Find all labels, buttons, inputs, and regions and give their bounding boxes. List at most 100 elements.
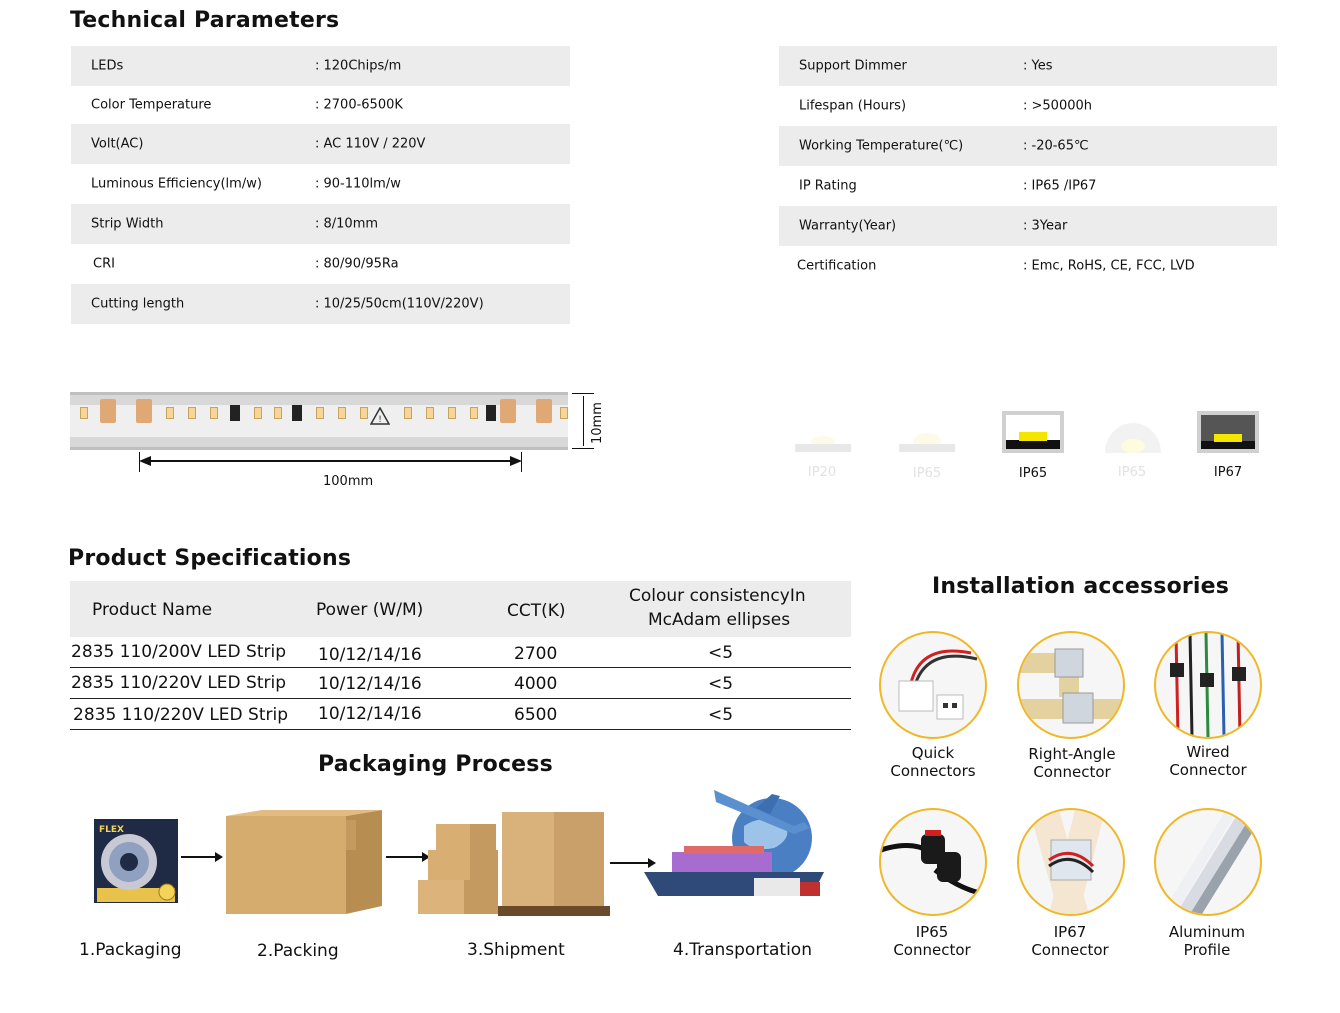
solder-pad: [500, 399, 516, 423]
led-chip: [274, 407, 282, 419]
wired-connector-image: [1154, 631, 1262, 739]
led-chip: [80, 407, 88, 419]
packaging-step-label: 3.Shipment: [467, 940, 565, 960]
spec-table-header: Product Name Power (W/M) CCT(K) Colour c…: [70, 581, 851, 637]
svg-text:!: !: [378, 415, 382, 425]
ip65-connector-image: [879, 808, 987, 916]
ip-label: IP67: [1213, 465, 1243, 480]
led-chip: [360, 407, 368, 419]
param-row: Warranty(Year): 3Year: [779, 206, 1277, 246]
product-specifications-title: Product Specifications: [68, 546, 352, 571]
param-row: Strip Width : 8/10mm: [71, 204, 570, 244]
led-chip: [560, 407, 568, 419]
ip65-coated-icon: [899, 433, 955, 452]
spec-header-power: Power (W/M): [316, 600, 424, 620]
ip-label: IP20: [807, 465, 837, 480]
param-label: Strip Width: [91, 216, 164, 232]
param-value: : >50000h: [1023, 98, 1092, 114]
process-arrow: [610, 858, 656, 868]
led-chip: [404, 407, 412, 419]
technical-parameters-title: Technical Parameters: [70, 8, 340, 33]
width-dim-tick: [572, 448, 594, 449]
shipment-pallet-image: [418, 812, 610, 916]
param-value: : 10/25/50cm(110V/220V): [315, 296, 484, 312]
param-row: Cutting length : 10/25/50cm(110V/220V): [71, 284, 570, 324]
led-chip: [426, 407, 434, 419]
led-chip: [338, 407, 346, 419]
led-chip: [254, 407, 262, 419]
param-row: Working Temperature(℃) : -20-65℃: [779, 126, 1277, 166]
param-label: CRI: [93, 256, 115, 272]
spec-cell-power: 10/12/14/16: [318, 704, 422, 724]
param-label: Working Temperature(℃): [799, 138, 964, 154]
spec-cell-power: 10/12/14/16: [318, 674, 422, 694]
param-value: : IP65 /IP67: [1023, 178, 1097, 194]
solder-pad: [536, 399, 552, 423]
param-value: : -20-65℃: [1023, 138, 1089, 154]
param-row: Color Temperature: 2700-6500K: [71, 86, 570, 124]
packaging-process-title: Packaging Process: [318, 752, 553, 777]
length-dim-arrow: [139, 456, 522, 466]
ip-label: IP65: [1018, 466, 1048, 481]
spec-cell-name: 2835 110/220V LED Strip: [71, 673, 286, 693]
param-value: : 80/90/95Ra: [315, 256, 399, 272]
param-row: LEDs: 120Chips/m: [71, 46, 570, 86]
led-strip-image: !: [70, 392, 568, 450]
spec-header-consistency-line1: Colour consistencyIn: [629, 586, 806, 606]
param-label: Support Dimmer: [799, 58, 907, 74]
spec-cell-name: 2835 110/200V LED Strip: [71, 642, 286, 662]
spec-header-name: Product Name: [92, 600, 213, 620]
spec-cell-cct: 6500: [514, 705, 558, 725]
aluminum-profile-image: [1154, 808, 1262, 916]
spec-row: 2835 110/200V LED Strip 10/12/14/16 2700…: [70, 637, 851, 668]
ip67-icon: [1197, 411, 1259, 453]
ip65-dome-icon: [1105, 423, 1161, 453]
spec-cell-power: 10/12/14/16: [318, 645, 422, 665]
length-dim-label: 100mm: [323, 474, 374, 489]
technical-table-left: LEDs: 120Chips/m Color Temperature: 2700…: [71, 46, 570, 324]
spec-cell-name: 2835 110/220V LED Strip: [73, 705, 288, 725]
param-label: Certification: [797, 258, 877, 274]
param-value: : AC 110V / 220V: [315, 136, 426, 152]
param-value: : 2700-6500K: [315, 97, 403, 113]
packaged-reel-image: FLEX: [94, 819, 178, 903]
length-dim-tick: [139, 452, 140, 472]
process-arrow: [386, 852, 430, 862]
ip65-silicone-tube-icon: [1002, 411, 1064, 453]
spec-cell-consistency: <5: [708, 643, 734, 663]
param-label: Lifespan (Hours): [799, 98, 907, 114]
param-row: Luminous Efficiency(lm/w) : 90-110lm/w: [71, 164, 570, 204]
ip-label: IP65: [1117, 465, 1147, 480]
spec-cell-cct: 4000: [514, 674, 558, 694]
quick-connector-image: [879, 631, 987, 739]
spec-cell-consistency: <5: [708, 705, 734, 725]
led-chip: [448, 407, 456, 419]
param-label: Cutting length: [91, 296, 185, 312]
param-label: Luminous Efficiency(lm/w): [91, 176, 262, 192]
param-row: IP Rating: IP65 /IP67: [779, 166, 1277, 206]
ip20-icon: [795, 436, 851, 452]
led-chip: [316, 407, 324, 419]
width-dim-line: [583, 396, 584, 446]
ip67-connector-image: [1017, 808, 1125, 916]
param-row: Volt(AC) : AC 110V / 220V: [71, 124, 570, 164]
param-value: : 8/10mm: [315, 216, 379, 232]
param-value: : Yes: [1023, 58, 1053, 74]
spec-cell-cct: 2700: [514, 644, 558, 664]
param-label: Volt(AC): [91, 136, 144, 152]
spec-row: 2835 110/220V LED Strip 10/12/14/16 4000…: [70, 668, 851, 699]
width-dim-label: 10mm: [590, 402, 605, 444]
param-label: LEDs: [91, 58, 124, 74]
spec-row: 2835 110/220V LED Strip 10/12/14/16 6500…: [70, 699, 851, 730]
spec-cell-consistency: <5: [708, 674, 734, 694]
spec-header-cct: CCT(K): [507, 601, 566, 621]
param-row: CRI : 80/90/95Ra: [71, 244, 570, 284]
param-row: Support Dimmer : Yes: [779, 46, 1277, 86]
param-value: : 90-110lm/w: [315, 176, 401, 192]
transportation-image: [644, 790, 824, 896]
param-value: : Emc, RoHS, CE, FCC, LVD: [1023, 258, 1195, 274]
